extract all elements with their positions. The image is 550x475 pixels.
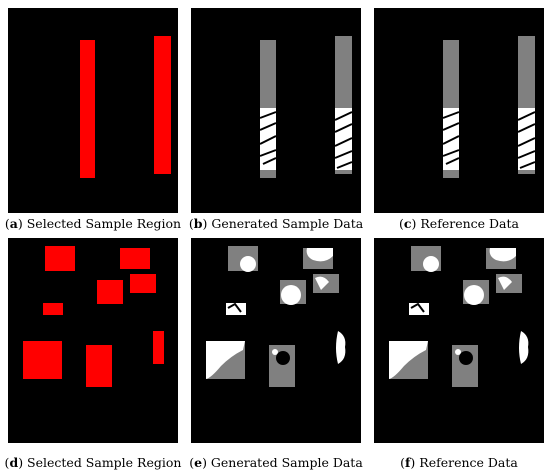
panel-e-image — [206, 246, 346, 387]
red-block-8 — [86, 345, 112, 387]
black-blob-8 — [459, 351, 473, 365]
panel-f-image — [389, 246, 529, 387]
panel-c-image — [442, 36, 536, 178]
streaks-right — [517, 111, 536, 169]
white-blob-6 — [519, 331, 529, 364]
black-blob-8 — [276, 351, 290, 365]
panel-e-generated-sample-data — [191, 238, 361, 443]
red-block-5 — [43, 303, 63, 315]
red-block-6 — [153, 331, 164, 364]
panel-f-reference-data — [374, 238, 544, 443]
caption-a: (a) Selected Sample Region — [4, 216, 182, 231]
panel-d-selected-sample-region — [8, 238, 178, 443]
caption-b: (b) Generated Sample Data — [188, 216, 364, 231]
white-patch-right — [335, 108, 352, 170]
white-blob-3 — [498, 276, 512, 290]
white-blob-1 — [240, 256, 256, 272]
white-blob-2 — [489, 248, 516, 262]
white-blob-6 — [336, 331, 346, 364]
streaks-right — [334, 111, 353, 169]
streak-5 — [227, 302, 242, 313]
panel-b-generated-sample-data — [191, 8, 361, 213]
panel-d-image — [23, 246, 164, 387]
white-blob-1 — [423, 256, 439, 272]
white-dot-8 — [272, 349, 278, 355]
red-block-4 — [97, 280, 123, 304]
caption-c: (c) Reference Data — [399, 216, 519, 231]
red-block-2 — [120, 248, 150, 269]
panel-a-image — [80, 36, 171, 178]
caption-e: (e) Generated Sample Data — [189, 455, 363, 470]
red-strip-right — [154, 36, 171, 174]
caption-f: (f) Reference Data — [400, 455, 518, 470]
white-blob-4 — [464, 285, 484, 305]
panel-a-selected-sample-region — [8, 8, 178, 213]
red-block-7 — [23, 341, 62, 379]
red-strip-left — [80, 40, 95, 178]
white-blob-4 — [281, 285, 301, 305]
red-block-3 — [130, 274, 156, 293]
streaks-left — [442, 111, 460, 165]
white-dot-8 — [455, 349, 461, 355]
streak-5 — [410, 302, 425, 313]
panel-b-image — [259, 36, 353, 178]
streaks-left — [259, 111, 277, 165]
white-blob-7 — [389, 341, 428, 379]
white-blob-7 — [206, 341, 245, 379]
white-blob-2 — [306, 248, 333, 262]
panel-c-reference-data — [374, 8, 544, 213]
white-blob-3 — [315, 276, 329, 290]
caption-d: (d) Selected Sample Region — [4, 455, 182, 470]
red-block-1 — [45, 246, 75, 271]
white-patch-right — [518, 108, 535, 170]
